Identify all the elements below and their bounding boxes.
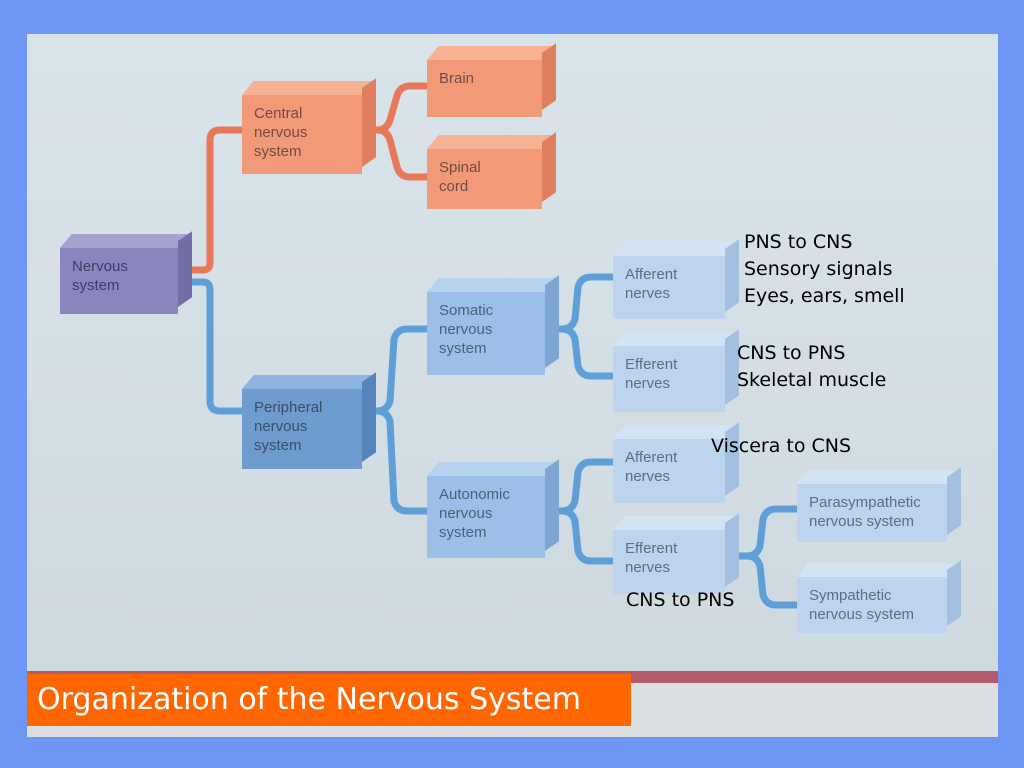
- autonomic-nerves-connector: [543, 458, 616, 565]
- somatic-afferent-note: PNS to CNS Sensory signals Eyes, ears, s…: [744, 231, 905, 307]
- autonomic-afferent-note: Viscera to CNS: [711, 435, 852, 457]
- nervous-system-label: Nervous system: [72, 258, 128, 294]
- somatic-efferent-note: CNS to PNS Skeletal muscle: [737, 342, 887, 391]
- autonomic-efferent-nerves-box: Efferent nerves: [613, 530, 725, 594]
- pns-label: Peripheral nervous system: [254, 399, 323, 454]
- somatic-efferent-label: Efferent nerves: [625, 356, 678, 392]
- autonomic-efferent-note: CNS to PNS: [626, 589, 735, 611]
- autonomic-nervous-system-box: Autonomic nervous system: [427, 476, 545, 558]
- cns-connector: [181, 126, 249, 274]
- slide-panel: Nervous system Central nervous system Br…: [27, 34, 998, 737]
- peripheral-nervous-system-box: Peripheral nervous system: [242, 389, 362, 469]
- somatic-autonomic-connector: [361, 325, 431, 515]
- somatic-efferent-nerves-box: Efferent nerves: [613, 346, 725, 412]
- autonomic-label: Autonomic nervous system: [439, 486, 510, 541]
- brain-label: Brain: [439, 70, 475, 87]
- central-nervous-system-box: Central nervous system: [242, 95, 362, 174]
- parasympathetic-nervous-system-box: Parasympathetic nervous system: [797, 484, 947, 542]
- brain-spinal-connector: [363, 82, 431, 181]
- efferent-division-connector: [728, 505, 801, 609]
- nervous-system-box: Nervous system: [60, 248, 178, 314]
- somatic-afferent-nerves-box: Afferent nerves: [613, 256, 725, 319]
- parasympathetic-label: Parasympathetic nervous system: [809, 494, 921, 530]
- autonomic-afferent-nerves-box: Afferent nerves: [613, 439, 725, 503]
- cns-label: Central nervous system: [254, 105, 308, 160]
- pns-connector: [181, 278, 249, 415]
- sympathetic-label: Sympathetic nervous system: [809, 587, 915, 623]
- spinal-cord-box: Spinal cord: [427, 149, 542, 209]
- somatic-nerves-connector: [543, 273, 616, 380]
- slide-title: Organization of the Nervous System: [27, 674, 631, 726]
- brain-box: Brain: [427, 60, 542, 117]
- autonomic-efferent-label: Efferent nerves: [625, 540, 678, 576]
- somatic-label: Somatic nervous system: [439, 302, 494, 357]
- spinal-cord-label: Spinal cord: [439, 159, 481, 195]
- sympathetic-nervous-system-box: Sympathetic nervous system: [797, 577, 947, 633]
- autonomic-afferent-label: Afferent nerves: [625, 449, 678, 485]
- connector-lines: [181, 82, 801, 609]
- somatic-nervous-system-box: Somatic nervous system: [427, 292, 545, 375]
- somatic-afferent-label: Afferent nerves: [625, 266, 678, 302]
